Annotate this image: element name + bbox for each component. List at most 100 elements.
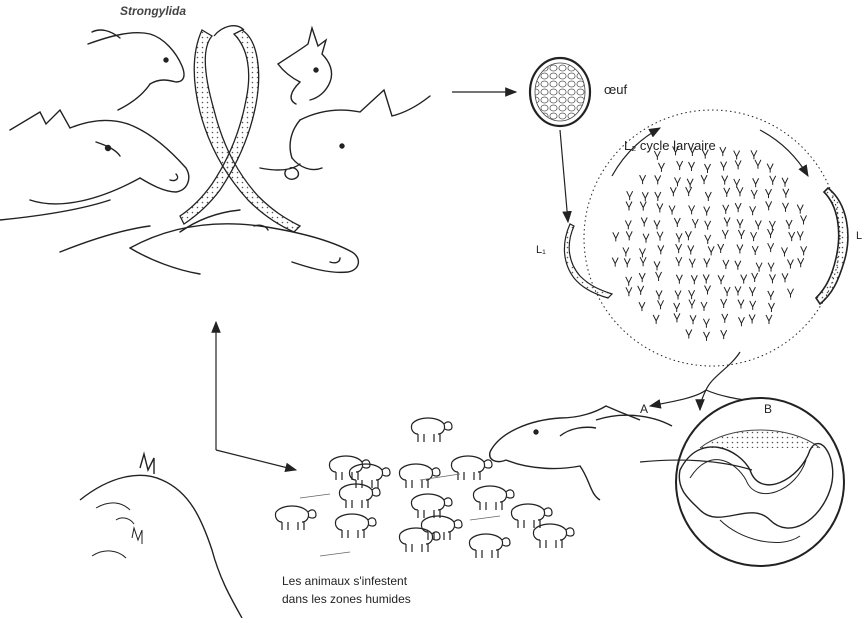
larva-mark <box>751 232 757 241</box>
larva-mark <box>691 275 697 284</box>
larva-mark <box>768 263 774 272</box>
larva-mark <box>677 161 683 170</box>
larva-mark <box>734 151 740 160</box>
larva-mark <box>639 273 645 282</box>
larva-mark <box>686 329 692 338</box>
larva-mark <box>669 206 675 215</box>
larva-mark <box>768 303 774 312</box>
infected-host-illustration <box>490 406 672 500</box>
larva-mark <box>768 291 774 300</box>
larva-mark <box>640 202 646 211</box>
arrow-to-l1 <box>560 130 568 222</box>
larva-mark <box>756 263 762 272</box>
larva-mark <box>734 179 740 188</box>
larva-mark <box>689 290 695 299</box>
larva-mark <box>703 319 709 328</box>
larva-mark <box>626 231 632 240</box>
larva-mark <box>735 286 741 295</box>
egg-illustration <box>530 58 590 126</box>
larva-mark <box>613 232 619 241</box>
larva-mark <box>708 246 714 255</box>
larva-mark <box>797 205 803 214</box>
diagram-title: Strongylida <box>120 4 186 18</box>
larva-mark <box>689 259 695 268</box>
sheep-icon <box>339 484 380 508</box>
larva-mark <box>642 192 648 201</box>
larva-mark <box>701 302 707 311</box>
larva-mark <box>692 219 698 228</box>
larva-mark <box>752 246 758 255</box>
larval-cycle-label: L₂ cycle larvaire <box>624 138 716 153</box>
larva-mark <box>801 246 807 255</box>
larva-mark <box>689 162 695 171</box>
larva-mark <box>750 301 756 310</box>
caption-line-2: dans les zones humides <box>282 592 411 606</box>
larva-mark <box>769 221 775 230</box>
larva-mark <box>766 201 772 210</box>
larva-mark <box>755 160 761 169</box>
larva-mark <box>749 287 755 296</box>
larva-mark <box>737 187 743 196</box>
larva-mark <box>626 287 632 296</box>
larva-mark <box>724 188 730 197</box>
larva-mark <box>724 287 730 296</box>
larva-mark <box>720 147 726 156</box>
larva-mark <box>686 187 692 196</box>
larva-mark <box>657 203 663 212</box>
arrow-to-flock <box>216 450 296 470</box>
larva-mark <box>674 313 680 322</box>
sheep-icon <box>411 418 452 442</box>
larva-mark <box>751 150 757 159</box>
larva-mark <box>766 189 772 198</box>
sheep-icon <box>451 456 492 480</box>
larva-mark <box>782 178 788 187</box>
adult-worms-illustration <box>180 26 300 232</box>
larva-mark <box>625 220 631 229</box>
larva-mark <box>656 272 662 281</box>
larva-mark <box>797 231 803 240</box>
l1-label: L₁ <box>536 244 546 256</box>
larva-mark <box>735 203 741 212</box>
sheep-icon <box>469 534 510 558</box>
larva-mark <box>787 259 793 268</box>
larva-mark <box>753 178 759 187</box>
larva-mark <box>641 218 647 227</box>
larva-mark <box>685 231 691 240</box>
larva-mark <box>789 232 795 241</box>
larva-mark <box>676 233 682 242</box>
l3-label: L <box>856 230 862 242</box>
larva-mark <box>735 160 741 169</box>
sheep-icon <box>411 494 452 518</box>
larva-mark <box>657 232 663 241</box>
larva-mark <box>738 300 744 309</box>
larva-mark <box>781 247 787 256</box>
larva-mark <box>768 229 774 238</box>
larva-mark <box>640 257 646 266</box>
larva-mark <box>749 314 755 323</box>
larva-mark <box>782 273 788 282</box>
sheep-icon <box>335 514 376 538</box>
larva-mark <box>721 299 727 308</box>
larva-mark <box>751 190 757 199</box>
larva-mark <box>755 220 761 229</box>
larva-mark <box>623 247 629 256</box>
intestine-zoom-illustration <box>640 398 844 566</box>
larva-mark <box>656 291 662 300</box>
larva-mark <box>782 203 788 212</box>
larva-mark <box>766 315 772 324</box>
larva-mark <box>724 217 730 226</box>
larva-mark <box>638 286 644 295</box>
larva-mark <box>705 235 711 244</box>
route-a-label: A <box>640 402 648 416</box>
larva-mark <box>658 163 664 172</box>
larva-mark <box>704 258 710 267</box>
larva-mark <box>718 275 724 284</box>
sheep-icon <box>399 464 440 488</box>
larva-mark <box>768 243 774 252</box>
larva-mark <box>640 175 646 184</box>
larva-mark <box>705 192 711 201</box>
larva-mark <box>737 219 743 228</box>
larva-mark <box>624 258 630 267</box>
larva-mark <box>703 275 709 284</box>
